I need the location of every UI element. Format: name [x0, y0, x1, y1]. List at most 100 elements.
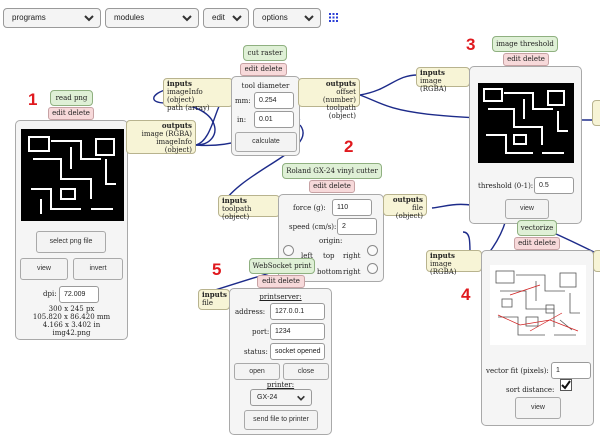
edit-menu[interactable]: edit: [203, 8, 249, 28]
read-png-edit-delete[interactable]: edit delete: [48, 107, 94, 120]
marker-2: 2: [344, 137, 354, 156]
marker-3: 3: [466, 35, 476, 54]
inputs-label: inputs: [430, 251, 455, 260]
vectorize-edit-delete[interactable]: edit delete: [514, 237, 560, 250]
websocket-panel: printserver: address: 127.0.0.1 port: 12…: [229, 288, 332, 435]
inputs-label: inputs: [202, 290, 227, 299]
read-png-panel: select png file view invert dpi: 72.009 …: [15, 120, 128, 340]
image-threshold-edit-delete[interactable]: edit delete: [503, 53, 549, 66]
open-button[interactable]: open: [234, 363, 280, 380]
programs-menu[interactable]: programs: [3, 8, 101, 28]
origin-label: origin:: [319, 237, 343, 245]
output-toolpath[interactable]: toolpath (object): [326, 104, 356, 120]
mm-label: mm:: [235, 97, 251, 105]
read-png-outputs: outputs image (RGBA) imageInfo (object): [126, 120, 196, 154]
chevron-down-icon: [304, 15, 314, 22]
origin-top-left-radio[interactable]: [283, 245, 294, 256]
origin-top-label: top: [323, 252, 335, 260]
offscreen-input-stub: [592, 100, 600, 126]
dpi-input[interactable]: 72.009: [59, 286, 99, 303]
dpi-label: dpi:: [43, 290, 57, 298]
image-size-in: 4.166 x 3.402 in: [42, 321, 101, 329]
printer-select-value: GX-24: [257, 394, 278, 401]
origin-bottom-right-radio[interactable]: [367, 263, 378, 274]
vinyl-cutter-outputs: outputs file (object): [383, 194, 427, 220]
image-size-px: 300 x 245 px: [48, 305, 95, 313]
image-filename: img42.png: [52, 329, 91, 337]
marker-4: 4: [461, 285, 471, 304]
select-png-button[interactable]: select png file: [36, 231, 106, 253]
port-label: port:: [252, 328, 270, 336]
options-menu-label: options: [262, 13, 288, 22]
marker-5: 5: [212, 260, 222, 279]
in-input[interactable]: 0.01: [254, 111, 294, 128]
mm-input[interactable]: 0.254: [254, 92, 294, 109]
vectorize-panel: vector fit (pixels): 1 sort distance: vi…: [481, 250, 594, 426]
sort-distance-checkbox[interactable]: [560, 379, 572, 391]
websocket-title[interactable]: WebSocket print: [249, 258, 315, 274]
vinyl-cutter-title[interactable]: Roland GX-24 vinyl cutter: [282, 163, 382, 179]
outputs-label: outputs: [161, 121, 192, 130]
modules-menu[interactable]: modules: [105, 8, 199, 28]
status-field: socket opened: [270, 343, 325, 360]
websocket-edit-delete[interactable]: edit delete: [257, 275, 305, 288]
vectorize-inputs: inputs image (RGBA): [426, 250, 482, 276]
options-menu[interactable]: options: [253, 8, 321, 28]
read-png-title[interactable]: read png: [50, 90, 93, 106]
cut-raster-edit-delete[interactable]: edit delete: [240, 63, 287, 76]
vectorize-title[interactable]: vectorize: [517, 220, 557, 236]
grid-icon[interactable]: [329, 13, 338, 22]
vector-fit-input[interactable]: 1: [551, 362, 591, 379]
output-image[interactable]: image (RGBA): [141, 130, 192, 138]
programs-menu-label: programs: [12, 13, 46, 22]
output-file[interactable]: file (object): [395, 204, 423, 220]
origin-top-right-radio[interactable]: [367, 245, 378, 256]
threshold-input[interactable]: 0.5: [534, 177, 574, 194]
chevron-down-icon: [182, 15, 192, 22]
tool-diameter-label: tool diameter: [241, 82, 290, 90]
vector-fit-label: vector fit (pixels):: [486, 367, 549, 375]
send-file-button[interactable]: send file to printer: [244, 410, 318, 430]
chevron-down-icon: [84, 15, 94, 22]
input-path[interactable]: path (array): [167, 104, 210, 112]
status-label: status:: [244, 348, 268, 356]
input-imageinfo[interactable]: imageInfo (object): [167, 88, 203, 104]
printer-select[interactable]: GX-24: [250, 389, 312, 406]
vectorize-view-button[interactable]: view: [515, 397, 561, 419]
cut-raster-title[interactable]: cut raster: [243, 45, 287, 61]
force-input[interactable]: 110: [332, 199, 372, 216]
input-toolpath[interactable]: toolpath (object): [222, 205, 252, 221]
outputs-label: outputs: [325, 79, 356, 88]
image-threshold-title[interactable]: image threshold: [492, 36, 558, 52]
input-file[interactable]: file: [202, 299, 214, 307]
outputs-label: outputs: [392, 195, 423, 204]
port-input[interactable]: 1234: [270, 323, 325, 340]
input-image[interactable]: image (RGBA): [430, 260, 457, 276]
inputs-label: inputs: [222, 196, 247, 205]
read-png-view-button[interactable]: view: [20, 258, 68, 280]
vinyl-cutter-edit-delete[interactable]: edit delete: [309, 180, 355, 193]
pcb-image: [21, 129, 124, 221]
input-image[interactable]: image (RGBA): [420, 77, 447, 93]
output-offset[interactable]: offset (number): [322, 88, 356, 104]
origin-bottom-label: bottom: [317, 268, 343, 276]
sort-distance-label: sort distance:: [506, 386, 555, 394]
speed-label: speed (cm/s):: [289, 223, 337, 231]
calculate-button[interactable]: calculate: [235, 132, 297, 152]
invert-button[interactable]: invert: [73, 258, 123, 280]
output-imageinfo[interactable]: imageInfo (object): [156, 138, 192, 154]
cut-raster-outputs: outputs offset (number) toolpath (object…: [298, 78, 360, 120]
origin-left-label: left: [301, 252, 313, 260]
edit-menu-label: edit: [212, 13, 225, 22]
in-label: in:: [237, 116, 247, 124]
speed-input[interactable]: 2: [337, 218, 377, 235]
vinyl-cutter-inputs: inputs toolpath (object): [218, 195, 280, 221]
printer-label: printer:: [266, 381, 295, 389]
address-input[interactable]: 127.0.0.1: [270, 303, 325, 320]
address-label: address:: [235, 308, 266, 316]
chevron-down-icon: [232, 15, 242, 22]
close-button[interactable]: close: [283, 363, 329, 380]
threshold-view-button[interactable]: view: [505, 199, 549, 219]
chevron-down-icon: [297, 395, 305, 401]
marker-1: 1: [28, 90, 38, 109]
